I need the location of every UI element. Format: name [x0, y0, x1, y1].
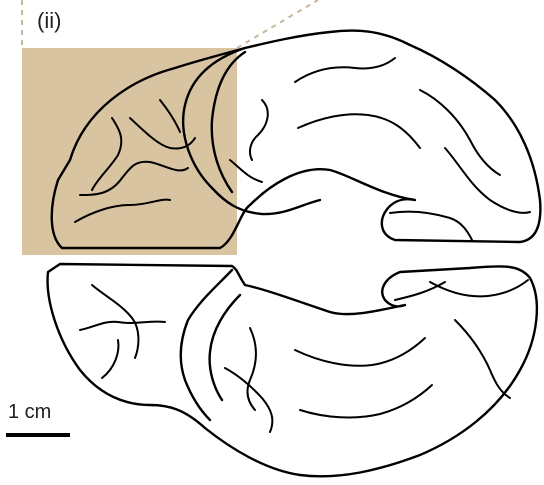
bottom-lobe-separator — [210, 295, 240, 400]
scale-bar-label: 1 cm — [8, 402, 51, 422]
scale-bar — [6, 433, 70, 437]
bottom-inner-lobe — [181, 270, 232, 420]
top-sulcus-9 — [420, 90, 500, 175]
bottom-sulcus-4 — [248, 328, 256, 410]
top-sulcus-11 — [390, 212, 472, 240]
top-sulcus-6 — [250, 100, 268, 160]
bottom-sulcus-7 — [300, 385, 432, 417]
bottom-sulcus-2 — [80, 322, 165, 330]
panel-label: (ii) — [37, 10, 61, 32]
top-sulcus-7 — [298, 114, 420, 148]
bottom-sulcus-10 — [395, 282, 445, 300]
highlight-region — [22, 48, 237, 255]
bottom-sulcus-3 — [102, 340, 118, 378]
top-sulcus-8 — [295, 58, 395, 82]
bottom-sulcus-6 — [295, 338, 425, 366]
bottom-hemisphere-outline — [48, 264, 537, 476]
bottom-sulcus-9 — [455, 320, 510, 398]
top-sulcus-10 — [445, 148, 530, 213]
